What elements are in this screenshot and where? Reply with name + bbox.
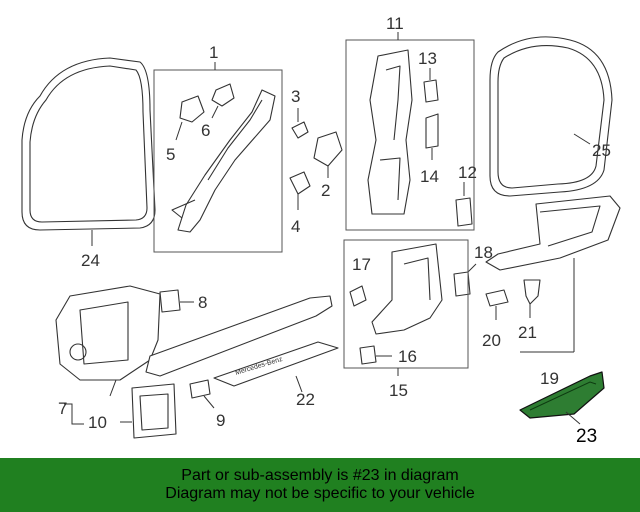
- part-6-bracket[interactable]: [211, 83, 235, 107]
- part-25-rear-door-seal[interactable]: [489, 36, 613, 197]
- part-8-clip[interactable]: [159, 289, 181, 313]
- callout-21: 21: [518, 323, 537, 342]
- part-1-a-pillar-trim[interactable]: [171, 89, 276, 233]
- callout-7: 7: [58, 399, 67, 418]
- group-box-15: [343, 239, 469, 369]
- part-14-handle[interactable]: [425, 113, 439, 149]
- callout-20: 20: [482, 331, 501, 350]
- callout-11: 11: [386, 14, 404, 33]
- part-12-clip[interactable]: [455, 197, 473, 227]
- callout-24: 24: [81, 251, 100, 270]
- part-2-bracket[interactable]: [313, 131, 343, 167]
- part-13-clip[interactable]: [423, 79, 439, 103]
- part-9-clip[interactable]: [189, 379, 211, 399]
- callout-13: 13: [418, 49, 437, 68]
- exploded-parts-diagram: 24 1 5 6 3 2 4 11 13: [21, 14, 621, 447]
- part-20-clip[interactable]: [485, 289, 509, 307]
- notice-banner: Part or sub-assembly is #23 in diagram D…: [0, 458, 640, 512]
- callout-15: 15: [389, 381, 408, 400]
- callout-14: 14: [420, 167, 439, 186]
- part-15-lower-pillar-trim[interactable]: [371, 243, 443, 335]
- part-18-clip[interactable]: [453, 271, 471, 297]
- callout-1: 1: [209, 43, 218, 62]
- banner-line-2: Diagram may not be specific to your vehi…: [165, 485, 475, 502]
- callout-5: 5: [166, 145, 175, 164]
- part-24-front-door-seal[interactable]: [21, 57, 156, 231]
- part-19-rear-sill-trim[interactable]: [485, 195, 621, 271]
- callout-16: 16: [398, 347, 417, 366]
- part-11-b-pillar-trim[interactable]: [367, 49, 413, 215]
- part-3-clip[interactable]: [291, 121, 309, 139]
- callout-2: 2: [321, 181, 330, 200]
- part-16-clip[interactable]: [359, 345, 377, 365]
- part-7-sill-panel[interactable]: [55, 285, 161, 381]
- part-10-cover[interactable]: [131, 383, 177, 439]
- callout-23: 23: [576, 426, 597, 447]
- part-4-clip[interactable]: [289, 171, 311, 195]
- group-box-11: [345, 39, 475, 231]
- part-17-clip[interactable]: [349, 285, 367, 307]
- callout-8: 8: [198, 293, 207, 312]
- part-21-fastener[interactable]: [523, 279, 541, 305]
- callout-19: 19: [540, 369, 559, 388]
- group-box-1: [153, 69, 283, 253]
- callout-17: 17: [352, 255, 371, 274]
- callout-9: 9: [216, 411, 225, 430]
- sill-plate-emblem: Mercedes-Benz: [235, 356, 284, 377]
- banner-line-1: Part or sub-assembly is #23 in diagram: [181, 467, 459, 484]
- part-23-highlighted-sill-trim[interactable]: [519, 371, 605, 419]
- callout-4: 4: [291, 217, 300, 236]
- callout-18: 18: [474, 243, 493, 262]
- callout-10: 10: [88, 413, 107, 432]
- callout-22: 22: [296, 390, 315, 409]
- callout-25: 25: [592, 141, 611, 160]
- part-5-clip[interactable]: [179, 95, 205, 123]
- callout-6: 6: [201, 121, 210, 140]
- callout-12: 12: [458, 163, 477, 182]
- callout-3: 3: [291, 87, 300, 106]
